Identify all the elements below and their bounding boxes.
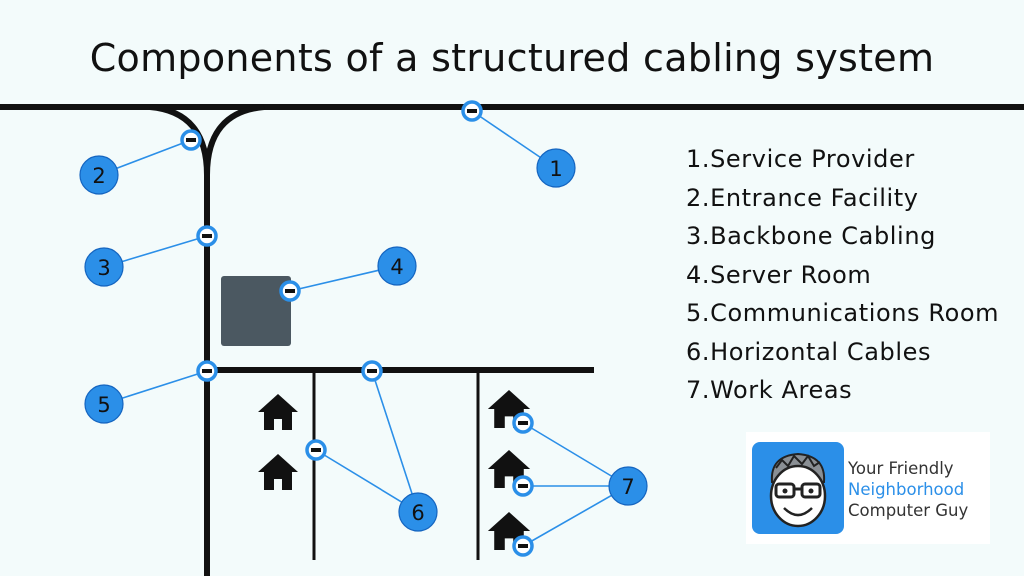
callout-number-2: 2 <box>92 164 105 188</box>
callout-circle-2 <box>79 155 119 195</box>
diagram-title: Components of a structured cabling syste… <box>89 36 935 80</box>
callout-circle-6 <box>398 492 438 532</box>
server-room-box <box>221 276 291 346</box>
leader-line-6b <box>315 449 419 513</box>
callout-circle-7 <box>608 466 648 506</box>
callout-circle-5 <box>84 384 124 424</box>
callout-number-5: 5 <box>97 393 110 417</box>
legend-item-communications-room: 5.Communications Room <box>686 299 1000 327</box>
legend-item-service-provider: 1.Service Provider <box>686 145 915 173</box>
callout-number-7: 7 <box>621 475 634 499</box>
brand-logo: Your Friendly Neighborhood Computer Guy <box>746 432 990 544</box>
callout-number-4: 4 <box>390 255 403 279</box>
legend-item-horizontal-cables: 6.Horizontal Cables <box>686 337 932 366</box>
callout-number-1: 1 <box>549 157 562 181</box>
house-icon <box>258 394 298 430</box>
legend-item-server-room: 4.Server Room <box>686 260 872 289</box>
logo-text-line-2: Neighborhood <box>848 480 965 499</box>
logo-text-line-3: Computer Guy <box>848 501 969 520</box>
leader-line-7a <box>522 422 629 487</box>
legend-list: 1.Service Provider 2.Entrance Facility 3… <box>686 140 999 410</box>
leader-line-6a <box>371 370 419 513</box>
legend-item-entrance-facility: 2.Entrance Facility <box>686 183 919 212</box>
cartoon-face-icon <box>752 442 844 534</box>
legend-item-backbone-cabling: 3.Backbone Cabling <box>686 222 936 250</box>
callout-circle-4 <box>377 246 417 286</box>
logo-text-line-1: Your Friendly <box>848 459 954 478</box>
leader-line-7c <box>522 485 629 547</box>
callout-circle-3 <box>84 247 124 287</box>
legend-item-work-areas: 7.Work Areas <box>686 376 853 404</box>
callout-number-6: 6 <box>411 501 424 525</box>
callout-number-3: 3 <box>97 256 110 280</box>
callout-circle-1 <box>536 148 576 188</box>
house-icon <box>258 454 298 490</box>
entrance-curve-right <box>204 104 265 176</box>
